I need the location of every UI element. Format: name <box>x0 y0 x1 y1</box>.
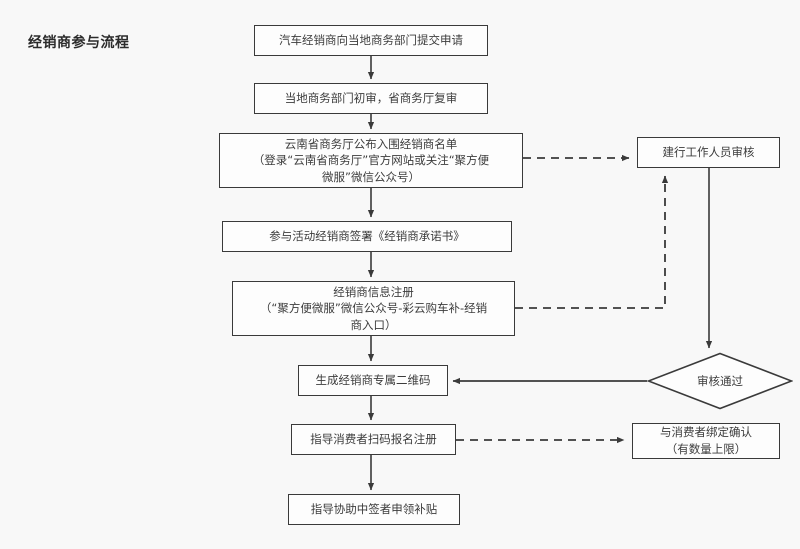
node-label: 经销商信息注册 （“聚方便微服”微信公众号-彩云购车补-经销 商入口） <box>259 284 488 332</box>
node-dealer-registration[interactable]: 经销商信息注册 （“聚方便微服”微信公众号-彩云购车补-经销 商入口） <box>232 281 515 336</box>
page-title: 经销商参与流程 <box>28 35 130 51</box>
node-label: 建行工作人员审核 <box>662 145 755 160</box>
node-label: 审核通过 <box>697 374 743 388</box>
edge-n5-n9 <box>515 175 669 309</box>
node-bind-consumer-confirm[interactable]: 与消费者绑定确认 （有数量上限） <box>632 423 780 459</box>
node-label: 与消费者绑定确认 （有数量上限） <box>660 425 752 456</box>
node-sign-commitment[interactable]: 参与活动经销商签署《经销商承诺书》 <box>222 221 512 252</box>
node-label: 云南省商务厅公布入围经销商名单 （登录“云南省商务厅”官方网站或关注“聚方便 微… <box>252 136 490 184</box>
node-publish-dealer-list[interactable]: 云南省商务厅公布入围经销商名单 （登录“云南省商务厅”官方网站或关注“聚方便 微… <box>219 133 523 188</box>
node-local-review[interactable]: 当地商务部门初审，省商务厅复审 <box>254 83 488 114</box>
node-ccb-staff-review[interactable]: 建行工作人员审核 <box>637 137 780 168</box>
node-review-passed-decision[interactable]: 审核通过 <box>647 352 793 410</box>
node-label: 指导消费者扫码报名注册 <box>310 432 437 447</box>
node-label: 生成经销商专属二维码 <box>315 373 431 388</box>
node-guide-consumer-scan[interactable]: 指导消费者扫码报名注册 <box>291 424 456 455</box>
node-submit-application[interactable]: 汽车经销商向当地商务部门提交申请 <box>254 25 488 56</box>
diamond-shape <box>647 352 793 410</box>
node-label: 汽车经销商向当地商务部门提交申请 <box>279 33 463 48</box>
node-label: 当地商务部门初审，省商务厅复审 <box>284 91 458 106</box>
node-generate-qrcode[interactable]: 生成经销商专属二维码 <box>298 365 448 396</box>
node-label: 参与活动经销商签署《经销商承诺书》 <box>269 229 465 244</box>
node-assist-subsidy-claim[interactable]: 指导协助中签者申领补贴 <box>288 494 460 525</box>
node-label: 指导协助中签者申领补贴 <box>310 502 438 517</box>
